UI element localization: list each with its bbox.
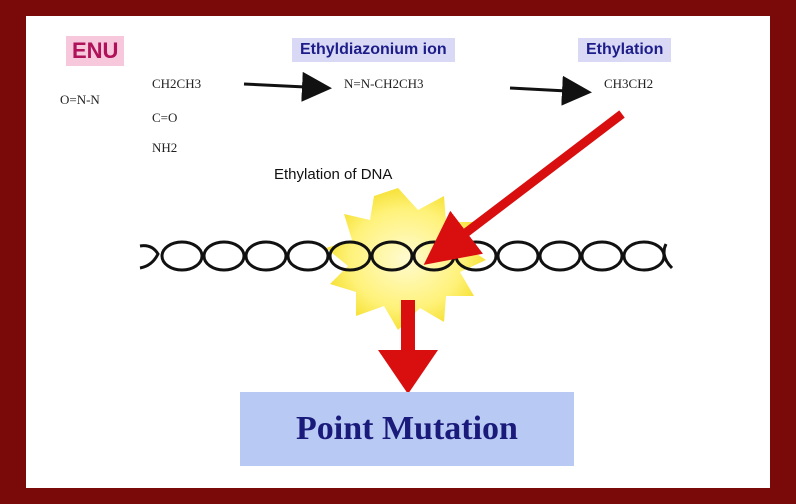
mutation-arrow-head (378, 350, 438, 394)
diagram-graphics (139, 71, 674, 394)
slide-canvas: ENU Ethyldiazonium ion Ethylation O=N-N … (26, 16, 770, 488)
point-mutation-label: Point Mutation (296, 410, 518, 447)
point-mutation-box: Point Mutation (240, 392, 574, 466)
reagent-amine: NH2 (152, 140, 178, 155)
reaction-arrow-1 (243, 71, 332, 102)
ethylation-tag: Ethylation (578, 38, 672, 62)
enu-tag: ENU (66, 36, 125, 66)
product-formula: CH3CH2 (604, 76, 654, 91)
reagent-ethyl: CH2CH3 (152, 76, 202, 91)
reaction-arrow-2 (509, 75, 592, 106)
stage-title: Ethylation of DNA (274, 166, 393, 183)
intermediate-tag: Ethyldiazonium ion (292, 38, 455, 62)
ethylation-target-arrow (423, 110, 625, 265)
reagent-prefix: O=N-N (60, 92, 100, 107)
reagent-carbonyl: C=O (152, 110, 178, 125)
intermediate-formula: N=N-CH2CH3 (344, 76, 424, 91)
